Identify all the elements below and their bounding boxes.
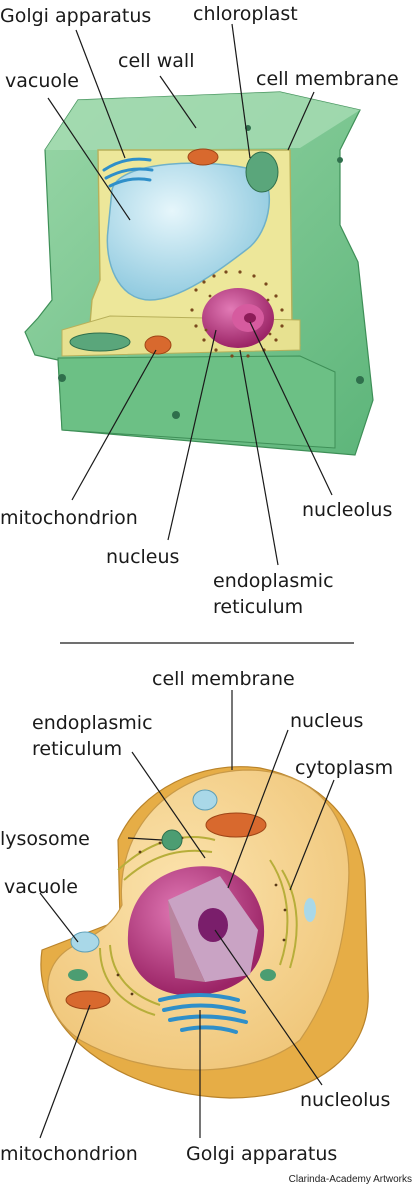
cell-wall-top bbox=[45, 92, 360, 150]
plant-vacuole bbox=[106, 162, 270, 301]
leader-mitochondrion-2 bbox=[39, 1004, 91, 1139]
leader-golgi bbox=[75, 29, 126, 159]
leader-cell-membrane bbox=[287, 91, 315, 151]
plant-cell: Golgi apparatus chloroplast cell wall va… bbox=[0, 3, 399, 618]
animal-golgi bbox=[158, 993, 248, 1034]
animal-lysosome-small bbox=[260, 969, 276, 981]
plant-mitochondrion-top bbox=[187, 148, 219, 166]
leader-lysosome bbox=[127, 837, 163, 841]
label-cell-membrane: cell membrane bbox=[256, 68, 399, 90]
animal-vacuole-top bbox=[192, 789, 218, 811]
animal-mitochondrion-top bbox=[205, 812, 267, 838]
leader-nucleolus-2 bbox=[214, 929, 323, 1086]
plant-nucleus bbox=[202, 288, 274, 348]
leader-nucleolus bbox=[249, 321, 333, 496]
label-nucleolus: nucleolus bbox=[302, 499, 392, 521]
leader-er-2 bbox=[131, 751, 206, 859]
leader-vacuole-2 bbox=[39, 892, 79, 943]
plant-wall-pit bbox=[172, 411, 180, 419]
animal-small-organelle bbox=[68, 969, 88, 981]
label-mitochondrion-2: mitochondrion bbox=[0, 1143, 138, 1165]
label-lysosome: lysosome bbox=[0, 828, 90, 850]
leader-nucleus bbox=[167, 329, 217, 541]
label-er-line2-2: reticulum bbox=[32, 738, 122, 760]
label-nucleus-2: nucleus bbox=[290, 710, 363, 732]
leader-nucleus-2 bbox=[227, 729, 289, 889]
leader-chloroplast bbox=[231, 23, 251, 159]
label-vacuole: vacuole bbox=[5, 70, 79, 92]
animal-lysosome bbox=[161, 829, 183, 851]
label-er-line1-2: endoplasmic bbox=[32, 712, 153, 734]
leader-er bbox=[239, 349, 279, 566]
label-cell-wall: cell wall bbox=[118, 50, 194, 72]
plant-wall-pit bbox=[337, 157, 343, 163]
label-chloroplast: chloroplast bbox=[193, 3, 298, 25]
plant-mitochondrion bbox=[144, 335, 172, 355]
animal-nucleus bbox=[127, 866, 265, 996]
label-mitochondrion: mitochondrion bbox=[0, 507, 138, 529]
leader-mitochondrion bbox=[71, 349, 157, 501]
plant-wall-pit bbox=[356, 376, 364, 384]
label-golgi-2: Golgi apparatus bbox=[186, 1143, 337, 1165]
label-cell-membrane-2: cell membrane bbox=[152, 668, 295, 690]
leader-vacuole bbox=[47, 97, 131, 221]
animal-mitochondrion bbox=[65, 990, 111, 1010]
animal-cell: cell membrane endoplasmic reticulum nucl… bbox=[0, 668, 393, 1165]
label-er-line2: reticulum bbox=[213, 596, 303, 618]
plant-wall-pit bbox=[58, 374, 66, 382]
leader-cell-wall bbox=[159, 75, 197, 129]
label-vacuole-2: vacuole bbox=[4, 876, 78, 898]
plant-golgi bbox=[102, 157, 154, 188]
credit-text: Clarinda-Academy Artworks bbox=[289, 1174, 412, 1185]
label-nucleolus-2: nucleolus bbox=[300, 1089, 390, 1111]
label-er-line1: endoplasmic bbox=[213, 570, 334, 592]
label-nucleus: nucleus bbox=[106, 546, 179, 568]
plant-chloroplast bbox=[245, 151, 279, 193]
label-cytoplasm: cytoplasm bbox=[295, 757, 393, 779]
animal-side-vacuole bbox=[304, 898, 316, 922]
leader-cytoplasm bbox=[289, 779, 335, 891]
cell-wall-lower bbox=[57, 355, 336, 449]
animal-vacuole bbox=[70, 931, 100, 953]
label-golgi: Golgi apparatus bbox=[0, 5, 151, 27]
plant-er bbox=[190, 270, 284, 358]
plant-chloroplast-bottom bbox=[69, 332, 131, 352]
